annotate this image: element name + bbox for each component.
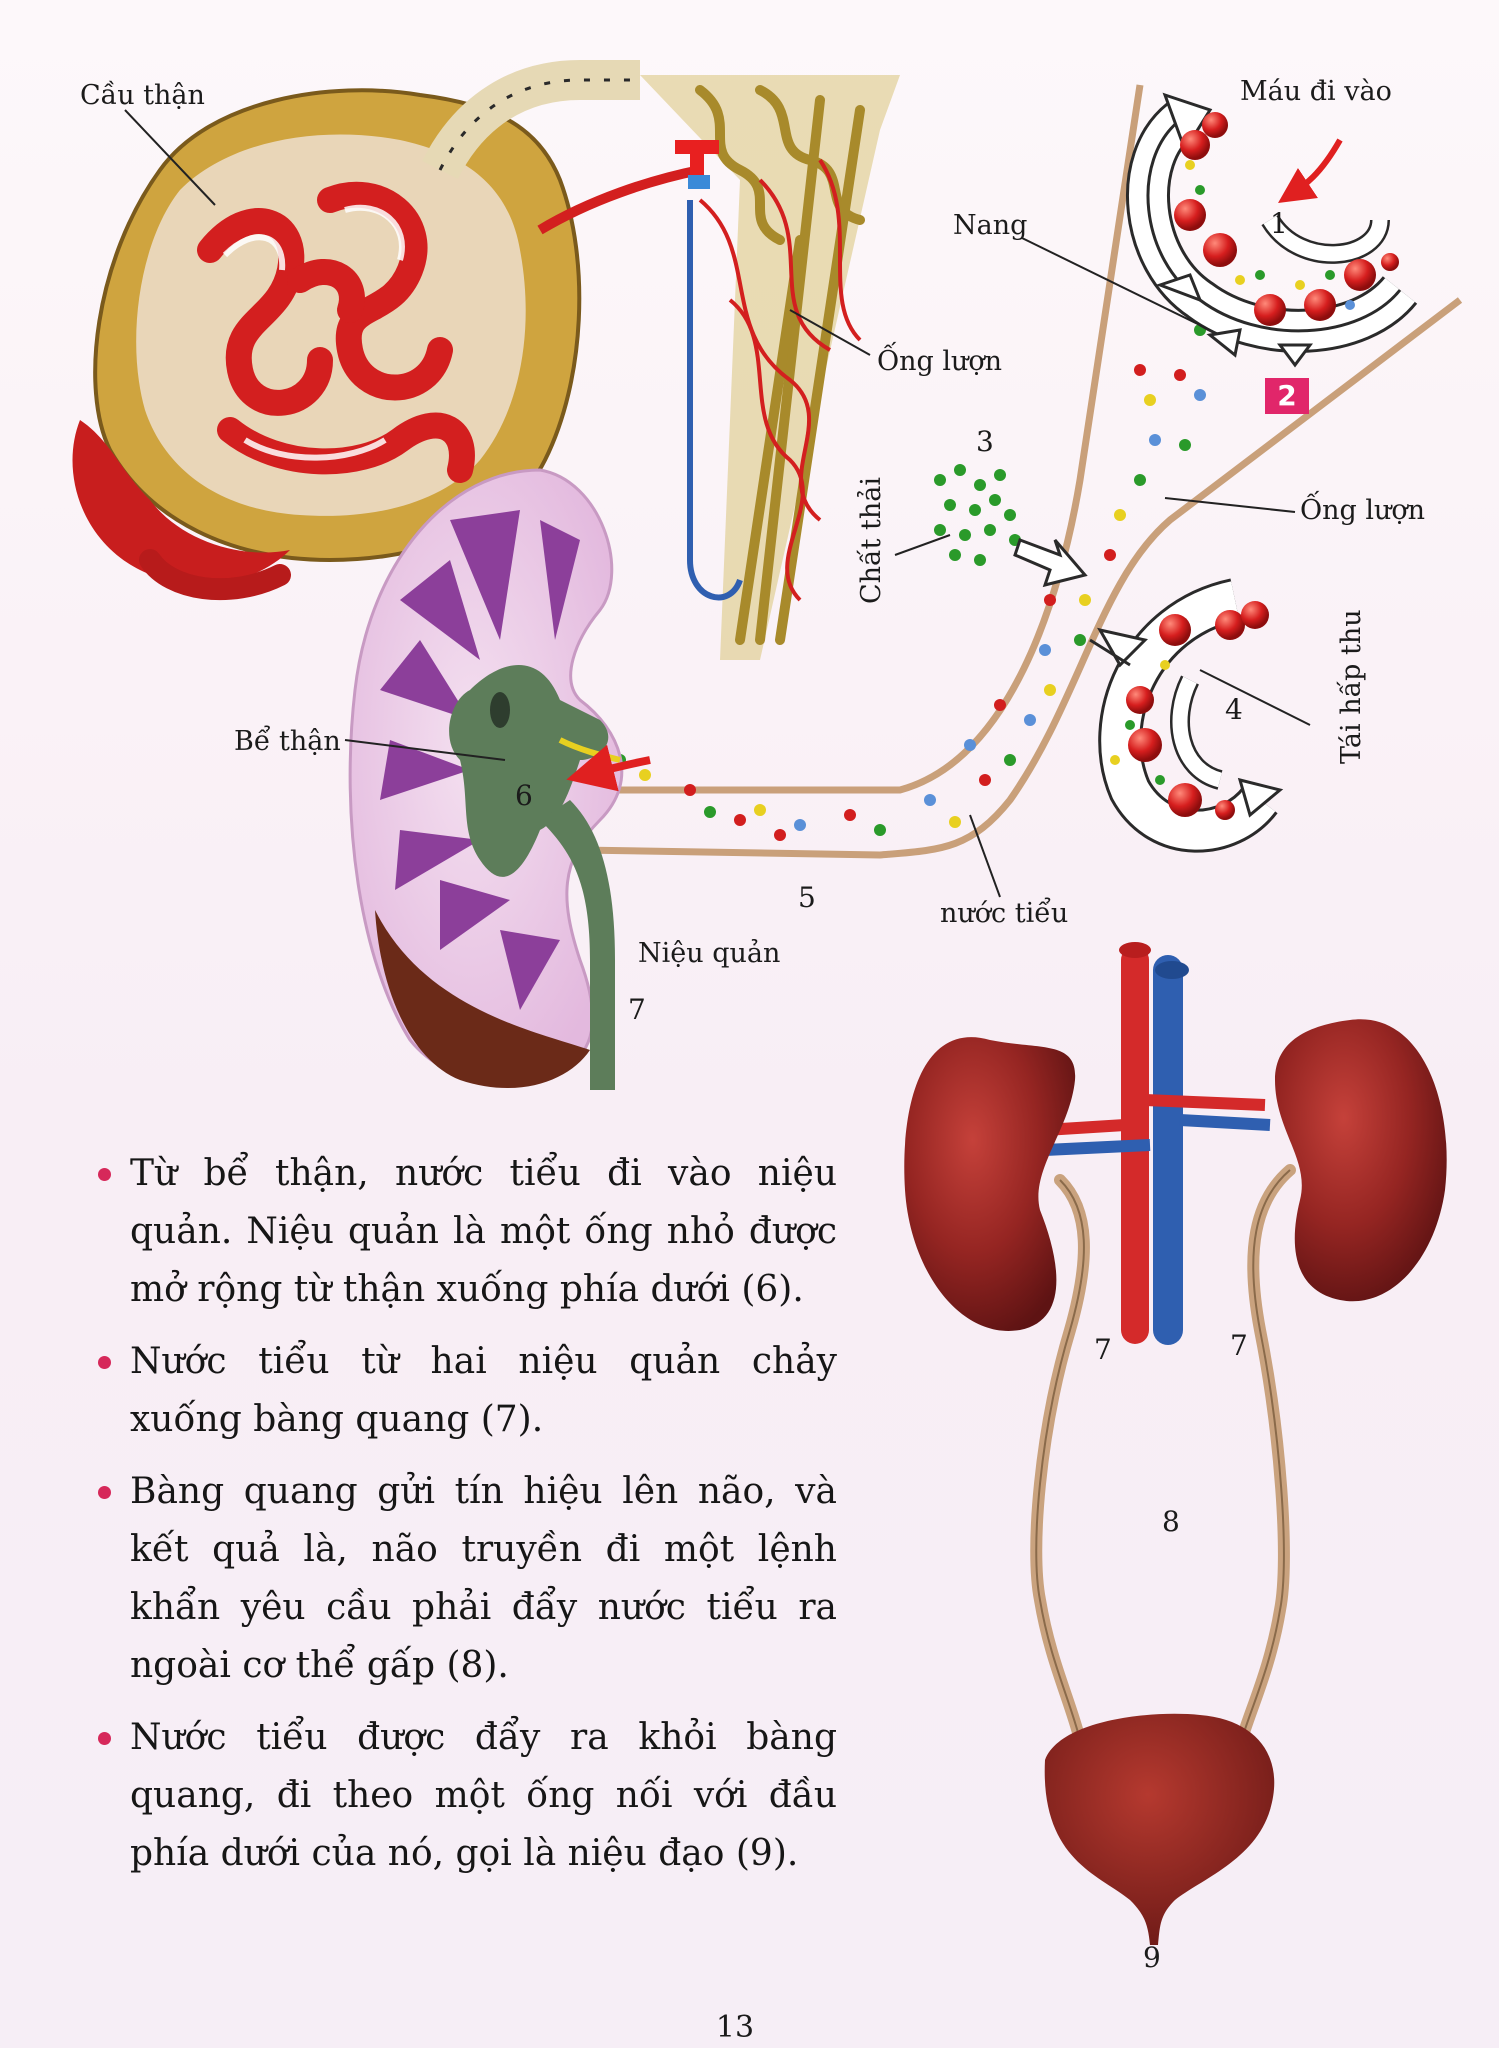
bullet-dot — [98, 1168, 111, 1181]
label-tubule-right: Ống lượn — [1300, 495, 1426, 526]
number-7-ureter: 7 — [628, 993, 646, 1026]
bullet-dot — [98, 1486, 111, 1499]
bullet-dot — [98, 1356, 111, 1369]
urinary-system-illustration — [904, 942, 1447, 1945]
kidney-cross-section — [348, 468, 651, 1090]
bullet-text: Nước tiểu được đẩy ra khỏi bàng quang, đ… — [130, 1717, 837, 1874]
label-urine: nước tiểu — [940, 898, 1069, 929]
number-9: 9 — [1143, 1941, 1161, 1974]
number-6: 6 — [515, 779, 533, 812]
number-1: 1 — [1270, 207, 1288, 240]
label-tubule-top: Ống lượn — [877, 346, 1003, 377]
label-ureter: Niệu quản — [638, 938, 781, 969]
bullet-item: Từ bể thận, nước tiểu đi vào niệu quản. … — [92, 1145, 837, 1319]
bullet-text: Nước tiểu từ hai niệu quản chảy xuống bà… — [130, 1341, 837, 1440]
number-7-right: 7 — [1230, 1329, 1248, 1362]
tubule-illustration — [640, 75, 900, 660]
urine-particles — [614, 284, 1221, 841]
label-renal-pelvis: Bể thận — [234, 726, 341, 757]
bullet-item: Bàng quang gửi tín hiệu lên não, và kết … — [92, 1463, 837, 1695]
bullet-dot — [98, 1732, 111, 1745]
page-number: 13 — [715, 2010, 755, 2045]
capsule-illustration — [1126, 92, 1418, 368]
bullet-text: Từ bể thận, nước tiểu đi vào niệu quản. … — [130, 1153, 837, 1310]
bullet-item: Nước tiểu từ hai niệu quản chảy xuống bà… — [92, 1333, 837, 1449]
collecting-tube — [579, 84, 1463, 859]
number-7-left: 7 — [1094, 1333, 1112, 1366]
label-capsule: Nang — [953, 210, 1028, 241]
bullet-list: Từ bể thận, nước tiểu đi vào niệu quản. … — [92, 1145, 837, 1897]
label-blood-in: Máu đi vào — [1240, 76, 1392, 107]
number-4: 4 — [1225, 693, 1243, 726]
glomerulus-illustration — [72, 60, 701, 601]
number-8: 8 — [1162, 1505, 1180, 1538]
reabsorption-illustration — [1089, 578, 1284, 853]
bullet-item: Nước tiểu được đẩy ra khỏi bàng quang, đ… — [92, 1709, 837, 1883]
label-glomerulus: Cầu thận — [80, 80, 205, 111]
number-2-badge: 2 — [1265, 378, 1309, 414]
number-5: 5 — [798, 881, 816, 914]
number-3: 3 — [976, 425, 994, 458]
bullet-text: Bàng quang gửi tín hiệu lên não, và kết … — [130, 1471, 837, 1686]
